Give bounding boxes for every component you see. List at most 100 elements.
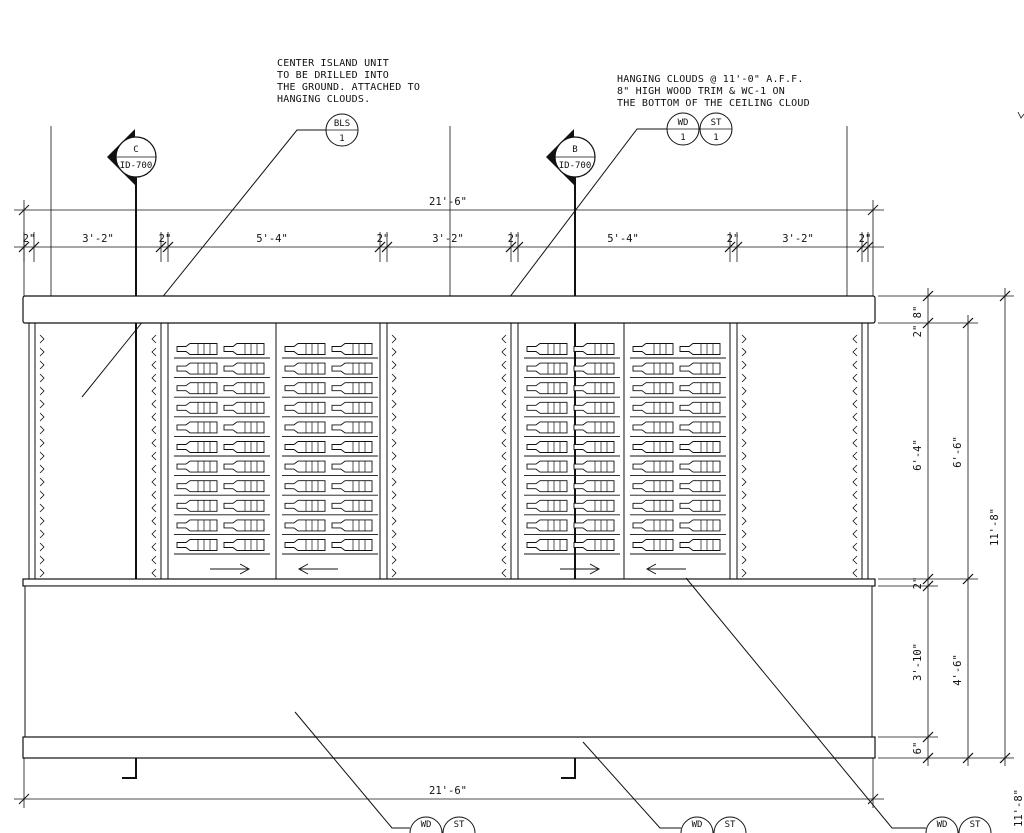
wine-bottle: [284, 519, 326, 532]
counter-top: [22, 578, 876, 587]
wine-bottle: [632, 441, 674, 453]
wine-rack-bay: [174, 343, 270, 555]
rack-panels: [28, 323, 869, 579]
wine-bottle: [573, 460, 615, 473]
dim-seg-8: 5'-4": [607, 233, 639, 245]
tag-cloud-wd-code: WD: [678, 118, 689, 128]
wine-bottle-label: [594, 402, 608, 414]
wine-bottle: [632, 343, 674, 355]
wine-rack-bay: [282, 343, 378, 555]
wine-bottle-label: [244, 402, 258, 414]
wine-bottle-label: [653, 382, 667, 394]
wine-bottle: [176, 421, 218, 434]
wine-bottle: [331, 480, 373, 493]
panel-edge-mark: [151, 334, 157, 578]
leader-bottom-3: [685, 577, 926, 829]
section-letter-c: C: [133, 145, 138, 155]
vdim-tick: [962, 752, 974, 764]
wine-bottle-label: [305, 480, 319, 492]
wine-bottle: [573, 401, 615, 414]
wine-bottle: [526, 421, 568, 434]
arrow-right-icon: [210, 563, 251, 575]
wine-bottle-label: [547, 500, 561, 512]
wine-bottle: [331, 460, 373, 473]
note-island-line-3: THE GROUND. ATTACHED TO: [277, 82, 420, 93]
note-island-line-2: TO BE DRILLED INTO: [277, 70, 389, 81]
tag-bottom-3-wd-code: WD: [937, 820, 948, 830]
wine-bottle-label: [700, 480, 714, 492]
section-sheet-b: ID-700: [559, 161, 592, 171]
wine-bottle-label: [547, 343, 561, 355]
arrow-right-icon: [560, 563, 601, 575]
vdim-base-total: 4'-6": [952, 654, 964, 686]
wine-bottle: [223, 441, 265, 453]
wine-bottle: [176, 343, 218, 355]
dim-seg-10: 3'-2": [782, 233, 814, 245]
wine-bottle-label: [197, 343, 211, 355]
panel-edge-mark: [501, 334, 507, 578]
wine-bottle-label: [700, 441, 714, 453]
wine-bottle: [331, 343, 373, 355]
vdim-tick: [922, 731, 934, 743]
wine-bottle: [679, 499, 721, 512]
wine-bottle: [632, 480, 674, 493]
tag-cloud-st-number: 1: [713, 133, 718, 143]
wine-bottle-label: [197, 539, 211, 551]
wine-bottle: [284, 499, 326, 512]
wine-bottle: [284, 362, 326, 375]
wine-bottle-label: [700, 461, 714, 473]
wine-bottle: [284, 460, 326, 473]
wine-bottle: [679, 480, 721, 493]
wine-bottle-label: [594, 461, 608, 473]
wine-bottle-label: [197, 500, 211, 512]
tag-bottom-1: WD ST: [409, 816, 476, 833]
wine-bottle: [573, 499, 615, 512]
tag-bottom-2: WD ST: [680, 816, 747, 833]
dim-seg-4: 5'-4": [256, 233, 288, 245]
wine-bottle-label: [305, 441, 319, 453]
wine-bottle-label: [547, 461, 561, 473]
wine-bottle-label: [197, 519, 211, 531]
wine-bottle-label: [700, 382, 714, 394]
tag-bottom-2-st-code: ST: [725, 820, 736, 830]
wine-bottle: [176, 539, 218, 551]
section-letter-b: B: [572, 145, 577, 155]
wine-bottle-label: [700, 363, 714, 375]
leader-bls: [81, 129, 326, 398]
ceiling-cloud: [22, 295, 876, 324]
vdim-tick: [999, 290, 1011, 302]
wine-bottle-label: [700, 343, 714, 355]
dim-tick: [867, 793, 879, 805]
note-clouds-line-2: 8" HIGH WOOD TRIM & WC-1 ON: [617, 86, 785, 97]
wine-bottle-label: [244, 500, 258, 512]
wine-bottle-label: [653, 480, 667, 492]
wine-bottle: [526, 382, 568, 395]
wine-bottle-label: [594, 480, 608, 492]
tag-bottom-3-st: [958, 816, 992, 833]
wine-bottle: [223, 401, 265, 414]
dim-overall-top: 21'-6": [429, 196, 467, 208]
wine-bottle: [573, 382, 615, 395]
wine-bottle: [632, 460, 674, 473]
panel-edge-mark: [39, 334, 45, 578]
wine-bottle: [632, 519, 674, 532]
segment-tick: [724, 241, 736, 253]
wine-bottle: [632, 362, 674, 375]
dimension-segments: 2" 3'-2" 2" 5'-4" 2" 3'-2" 2" 5'-4" 2" 3…: [14, 232, 884, 262]
tag-cloud-st: ST 1: [699, 112, 733, 146]
tag-bottom-3-st-code: ST: [970, 820, 981, 830]
leader-bottom-2: [582, 741, 681, 829]
wine-rack-bay: [630, 343, 726, 555]
base-cabinet: [24, 585, 873, 738]
wine-bottle: [223, 480, 265, 493]
vdim-rack-a: 2": [912, 325, 924, 338]
wine-bottle-label: [594, 519, 608, 531]
wine-bottle: [176, 441, 218, 453]
vdim-tick: [922, 573, 934, 585]
vdim-tick: [922, 752, 934, 764]
wine-bottle-label: [594, 500, 608, 512]
panel-edge-mark: [741, 334, 747, 578]
wine-bottle-label: [700, 402, 714, 414]
wine-bottle: [223, 539, 265, 551]
